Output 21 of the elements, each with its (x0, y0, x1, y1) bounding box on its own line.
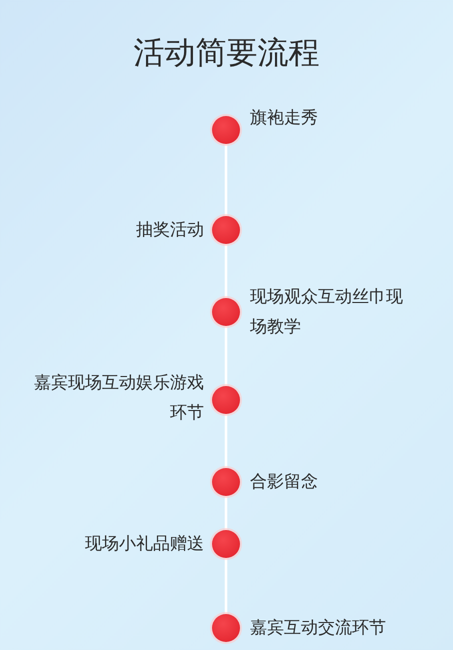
step-label: 旗袍走秀 (250, 107, 319, 130)
step-label: 现场观众互动丝巾现场教学 (250, 286, 404, 339)
timeline-line (224, 496, 228, 530)
timeline-dot (212, 614, 240, 642)
timeline-line (224, 558, 228, 614)
timeline-dot (212, 468, 240, 496)
timeline-dot (212, 386, 240, 414)
timeline-line (224, 414, 228, 468)
diagram-title: 活动简要流程 (132, 34, 320, 73)
timeline-line (224, 144, 228, 216)
timeline-dot (212, 116, 240, 144)
timeline-dot (212, 530, 240, 558)
step-label: 嘉宾现场互动娱乐游戏环节 (33, 372, 204, 425)
step-label: 抽奖活动 (135, 219, 204, 242)
step-label: 合影留念 (250, 471, 319, 494)
timeline-dot (212, 216, 240, 244)
timeline-line (224, 244, 228, 298)
timeline-dot (212, 298, 240, 326)
step-label: 现场小礼品赠送 (84, 533, 204, 556)
step-label: 嘉宾互动交流环节 (250, 617, 387, 640)
timeline-line (224, 326, 228, 386)
